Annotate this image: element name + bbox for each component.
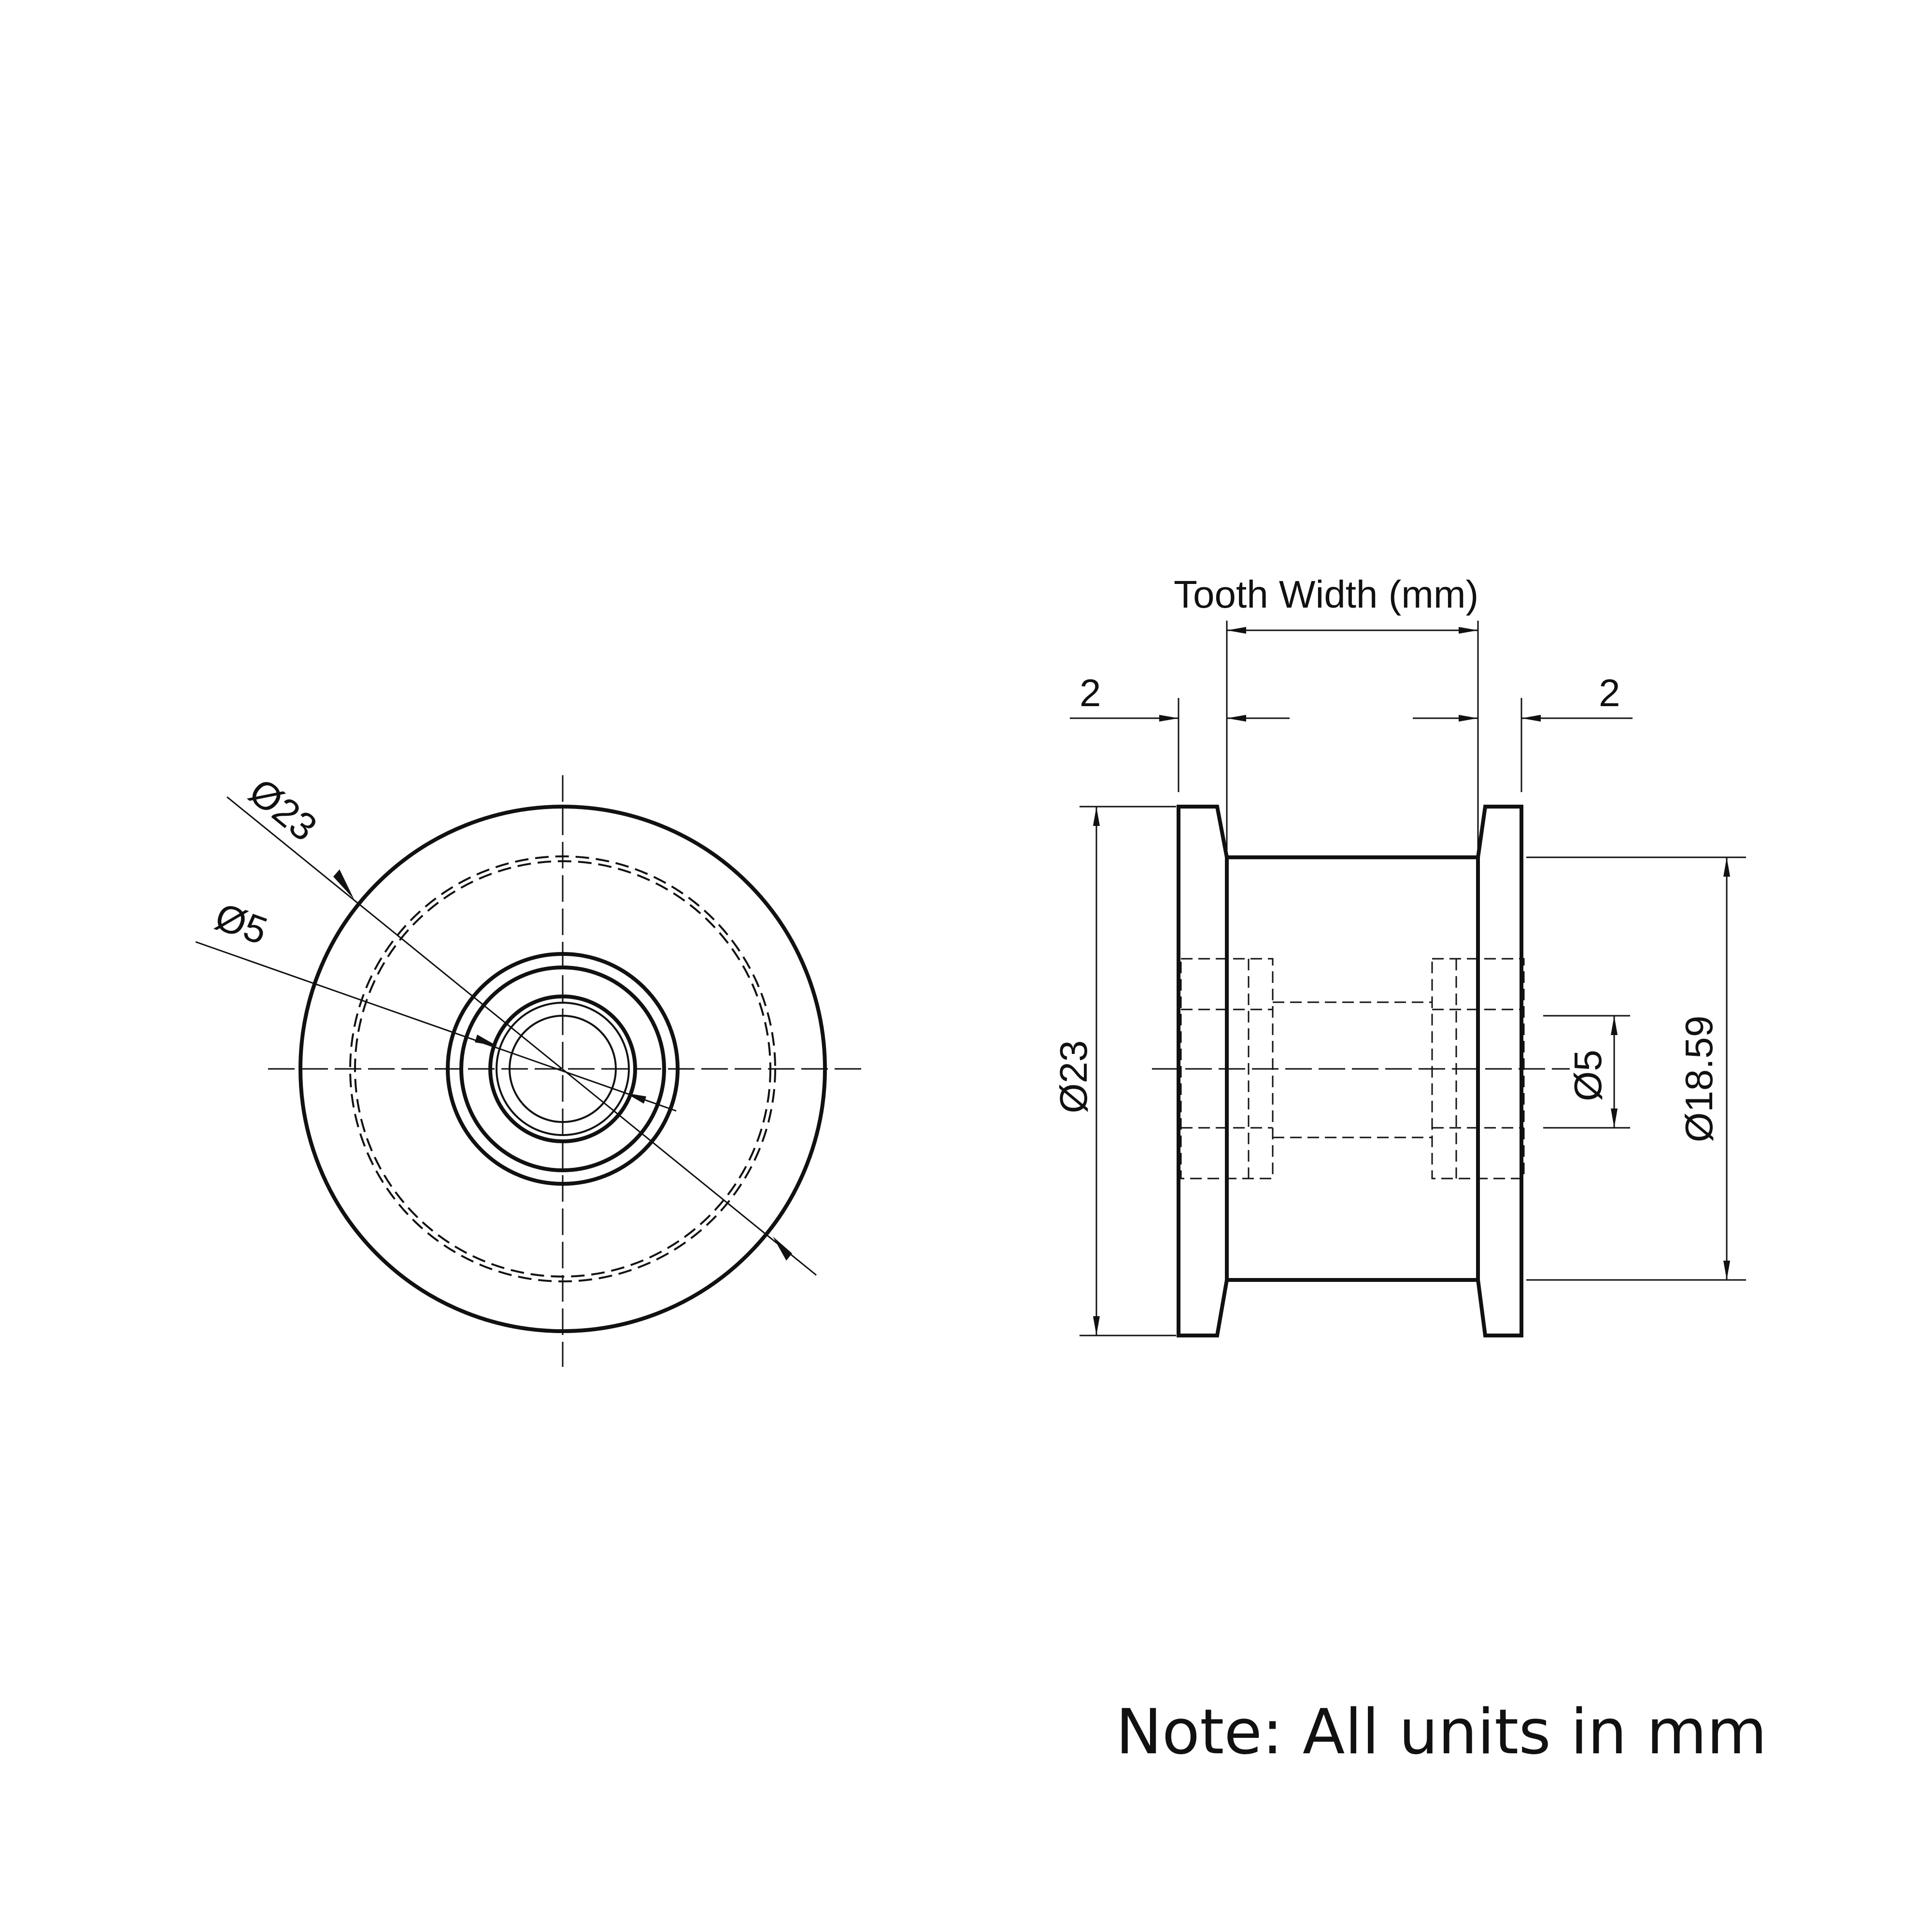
dim-arrow-outer-bottom: [773, 1236, 792, 1261]
tooth-circle-hidden-inner: [354, 860, 771, 1278]
hub-outer-ring: [446, 952, 680, 1186]
dim-line-outer-diameter: [227, 796, 817, 1276]
bearing-outer-ring: [459, 966, 666, 1172]
side-dim-bore-label: Ø5: [1566, 1050, 1609, 1101]
outer-flange-circle: [298, 805, 827, 1333]
dim-line-bore-diameter: [195, 941, 677, 1112]
right-bearing-hidden: [1431, 958, 1525, 1179]
left-flange: [1177, 805, 1229, 1337]
left-bearing-hidden: [1180, 958, 1274, 1179]
units-note: Note: All units in mm: [1116, 1696, 1767, 1768]
dim-arrow-bore-left: [475, 1035, 497, 1046]
tooth-circle-hidden-outer: [349, 855, 776, 1282]
dim-arrow-bore-right: [625, 1093, 646, 1104]
side-dim-flange-diameter-label: Ø23: [1052, 1040, 1095, 1113]
bore-circle: [509, 1015, 617, 1123]
side-dim-body-diameter-label: Ø18.59: [1677, 1016, 1720, 1142]
bore-outer-edge: [496, 1002, 630, 1136]
side-view: Tooth Width (mm) 2 2 Ø23 Ø5 Ø18.59: [1052, 573, 1746, 1337]
bearing-inner-ring: [488, 994, 637, 1143]
side-dim-tooth-width-label: Tooth Width (mm): [1174, 573, 1478, 616]
front-dim-outer-label: Ø23: [241, 770, 325, 849]
dim-arrow-outer-top: [333, 869, 354, 899]
front-dim-bore-label: Ø5: [210, 895, 273, 952]
side-dim-flange-left-label: 2: [1080, 671, 1101, 714]
right-flange: [1476, 805, 1523, 1337]
side-dim-flange-right-label: 2: [1599, 671, 1620, 714]
front-view: Ø23 Ø5: [195, 770, 865, 1367]
